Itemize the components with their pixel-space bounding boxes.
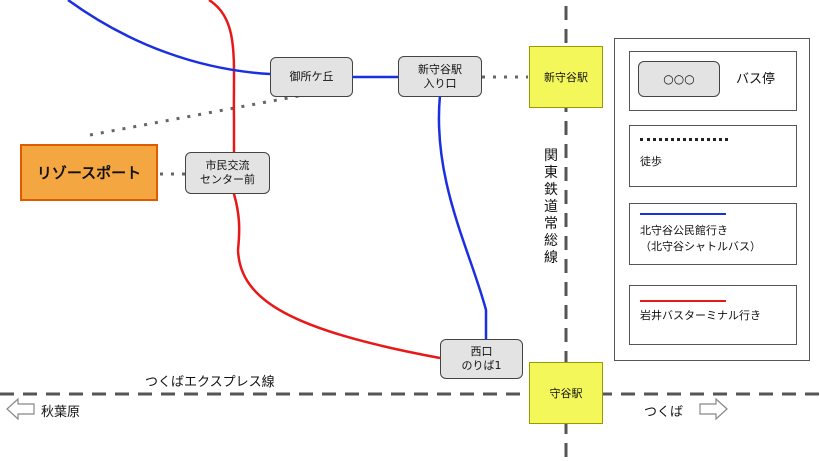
stop-label-line1: 市民交流 xyxy=(205,159,250,172)
station-moriya: 守谷駅 xyxy=(529,362,603,424)
stop-label-line1: 新守谷駅 xyxy=(418,62,462,76)
legend-blue-route-text-1: 北守谷公民館行き xyxy=(640,224,728,237)
bus-stop-shin-moriya-entrance: 新守谷駅 入り口 xyxy=(398,56,482,97)
station-shin-moriya: 新守谷駅 xyxy=(529,46,603,108)
arrow-left-icon xyxy=(6,397,35,421)
legend-red-line xyxy=(640,300,726,302)
legend-walking-line xyxy=(640,138,728,141)
bus-stop-west-exit: 西口 のりば1 xyxy=(440,339,523,379)
legend-blue-line xyxy=(640,213,726,215)
blue-route-line xyxy=(67,0,488,340)
legend-blue-route-text-2: （北守谷シャトルバス） xyxy=(640,240,761,253)
legend-item-blue-route: 北守谷公民館行き （北守谷シャトルバス） xyxy=(629,203,797,265)
tsukuba-express-label: つくばエクスプレス線 xyxy=(145,375,275,390)
stop-label: 御所ケ丘 xyxy=(289,70,334,83)
legend-panel: ○○○ バス停 徒歩 北守谷公民館行き （北守谷シャトルバス） 岩井バスターミナ… xyxy=(614,38,810,361)
legend-bus-stop-sample-text: ○○○ xyxy=(663,72,695,86)
direction-east-label: つくば xyxy=(644,405,684,420)
stop-label-line2: のりば1 xyxy=(461,359,502,372)
legend-item-walking: 徒歩 xyxy=(629,125,797,187)
legend-item-bus-stop: ○○○ バス停 xyxy=(629,51,797,111)
legend-red-route-text: 岩井バスターミナル行き xyxy=(640,309,761,322)
stop-label-line1: 西口 xyxy=(470,345,493,358)
bus-stop-goshogaoka: 御所ケ丘 xyxy=(270,57,353,97)
legend-walking-text: 徒歩 xyxy=(640,155,662,168)
direction-west-label: 秋葉原 xyxy=(41,405,81,420)
red-route-line xyxy=(208,0,441,360)
kanto-railway-label: 関東鉄道常総線 xyxy=(544,148,558,266)
legend-bus-stop-text: バス停 xyxy=(736,72,776,87)
resort-destination: リゾースポート xyxy=(20,144,158,201)
bus-stop-civic-center: 市民交流 センター前 xyxy=(185,152,270,194)
stop-label-line2: センター前 xyxy=(200,173,255,186)
arrow-right-icon xyxy=(699,397,728,421)
legend-item-red-route: 岩井バスターミナル行き xyxy=(629,285,797,345)
legend-bus-stop-sample: ○○○ xyxy=(638,61,720,97)
stop-label-line2: 入り口 xyxy=(423,76,457,90)
